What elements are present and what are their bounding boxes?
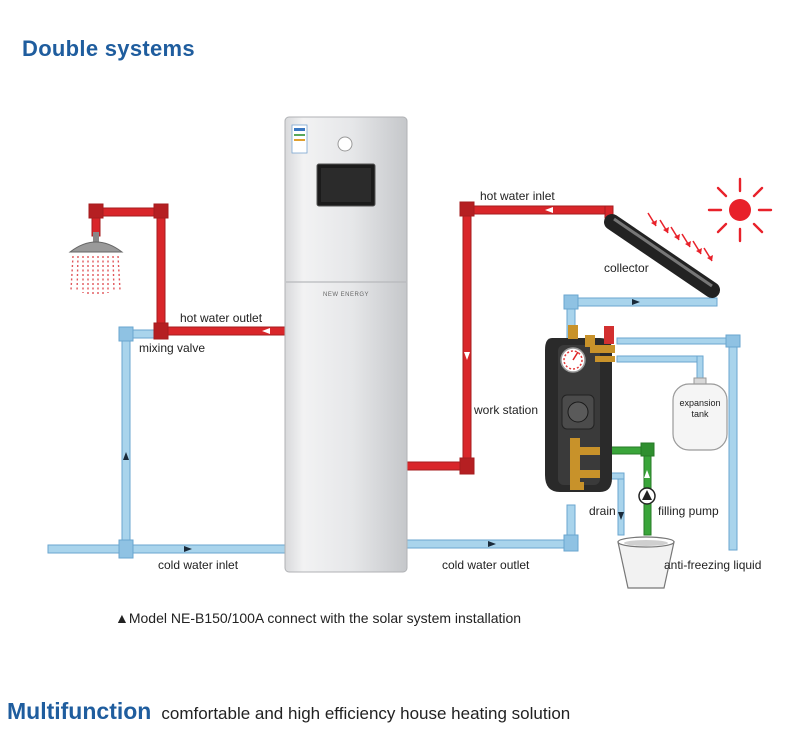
sun-icon	[707, 177, 773, 243]
flow-arrow-icon	[632, 299, 640, 305]
hot-water-outlet-label: hot water outlet	[180, 311, 263, 325]
expansion-tank-label-2: tank	[691, 409, 709, 419]
collector-label: collector	[604, 261, 649, 275]
footer-heading: Multifunction comfortable and high effici…	[7, 698, 570, 725]
liquid-bucket	[617, 536, 675, 589]
cold-pipes	[47, 294, 741, 559]
flow-arrows	[262, 207, 650, 478]
cold-water-inlet-label: cold water inlet	[158, 558, 239, 572]
shower-icon	[68, 232, 124, 295]
flow-arrow-icon	[488, 541, 496, 547]
flow-arrow-icon	[545, 207, 553, 213]
unit-badge: NEW ENERGY	[323, 292, 369, 298]
sun-ray-tips	[651, 220, 713, 261]
flow-arrow-icon	[262, 328, 270, 334]
pump-icon	[638, 487, 656, 505]
drain-label: drain	[589, 504, 616, 518]
flow-arrow-icon	[184, 546, 192, 552]
flow-arrow-icon	[123, 452, 129, 460]
figure-caption: ▲Model NE-B150/100A connect with the sol…	[115, 610, 521, 626]
caption-text: Model NE-B150/100A connect with the sola…	[128, 610, 522, 626]
anti-freezing-liquid-label: anti-freezing liquid	[664, 558, 761, 572]
heat-pump-unit: NEW ENERGY	[284, 116, 408, 573]
expansion-tank: expansion tank	[672, 377, 728, 451]
flow-arrows-dark	[123, 299, 640, 552]
work-station-label: work station	[473, 403, 538, 417]
flow-arrow-icon	[464, 352, 470, 360]
mixing-valve-label: mixing valve	[139, 341, 205, 355]
solar-collector	[604, 214, 720, 298]
cold-water-outlet-label: cold water outlet	[442, 558, 530, 572]
hot-water-inlet-label: hot water inlet	[480, 189, 555, 203]
footer-subtitle: comfortable and high efficiency house he…	[161, 704, 571, 723]
flow-arrow-icon	[644, 470, 650, 478]
page-title: Double systems	[22, 36, 195, 61]
triangle-marker-icon: ▲	[115, 610, 129, 626]
work-station	[545, 325, 615, 492]
flow-arrow-icon	[618, 512, 624, 520]
filling-pump-label: filling pump	[658, 504, 719, 518]
expansion-tank-label-1: expansion	[679, 398, 720, 408]
footer-title: Multifunction	[7, 698, 152, 724]
brand-logo	[337, 136, 353, 152]
